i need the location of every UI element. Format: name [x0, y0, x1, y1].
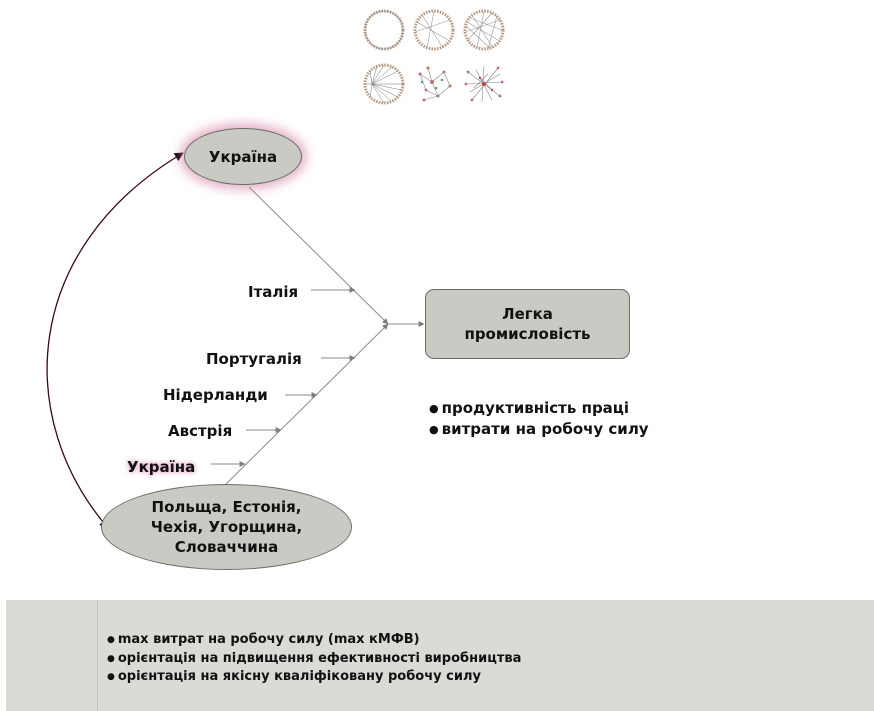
- indicator-item: витрати на робочу силу: [429, 419, 649, 440]
- clustered-network-icon: [418, 66, 452, 102]
- countries-group-node: Польща, Естонія, Чехія, Угорщина, Словач…: [101, 484, 352, 570]
- hub-network-icon: [363, 63, 405, 105]
- conclusion-item: max витрат на робочу силу (max кМФВ): [107, 631, 521, 650]
- band-divider: [97, 600, 98, 711]
- light-industry-node: Легка промисловість: [425, 289, 630, 359]
- ring-network-icon: [363, 9, 405, 51]
- ukraine-node: Україна: [184, 128, 302, 185]
- rewired-ring-network-icon: [413, 9, 455, 51]
- conclusion-list: max витрат на робочу силу (max кМФВ) орі…: [107, 631, 522, 687]
- bottom-branch-line: [225, 323, 389, 485]
- double-arrow-curve: [46, 152, 184, 529]
- label-netherlands: Нідерланди: [163, 386, 268, 404]
- conclusion-item: орієнтація на якісну кваліфіковану робоч…: [107, 668, 521, 687]
- random-network-icon: [463, 9, 505, 51]
- conclusion-item: орієнтація на підвищення ефективності ви…: [107, 650, 522, 669]
- label-portugal: Португалія: [206, 350, 302, 368]
- label-ukraine-branch: Україна: [127, 458, 196, 476]
- indicator-item: продуктивність праці: [429, 398, 649, 419]
- diagram-connectors: [46, 152, 425, 529]
- indicator-list: продуктивність праці витрати на робочу с…: [429, 398, 649, 440]
- top-branch-line: [248, 186, 389, 325]
- label-austria: Австрія: [168, 422, 233, 440]
- dense-network-icon: [464, 65, 504, 103]
- label-italy: Італія: [248, 283, 299, 301]
